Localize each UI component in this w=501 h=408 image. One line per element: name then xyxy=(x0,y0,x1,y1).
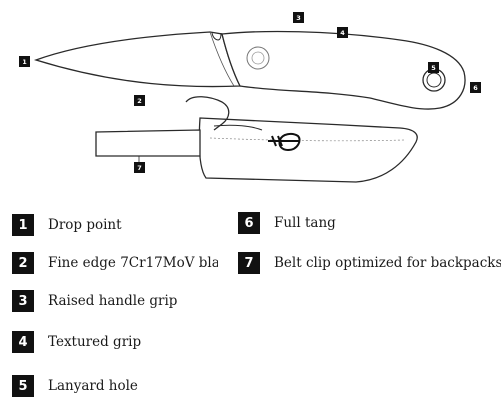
callout-5: 5 xyxy=(428,62,439,73)
legend-label: Fine edge 7Cr17MoV bla xyxy=(48,255,218,271)
legend-label: Full tang xyxy=(274,215,336,231)
callout-7: 7 xyxy=(134,162,145,173)
callout-6: 6 xyxy=(470,82,481,93)
svg-text:6: 6 xyxy=(473,84,478,92)
legend-item-7: 7 Belt clip optimized for backpacks xyxy=(238,252,501,274)
callout-4: 4 xyxy=(337,27,348,38)
legend-number-badge: 7 xyxy=(238,252,260,274)
legend-label: Belt clip optimized for backpacks xyxy=(274,255,501,271)
callout-3: 3 xyxy=(293,12,304,23)
legend-item-3: 3 Raised handle grip xyxy=(12,290,177,312)
knife-diagram: 1 2 3 4 5 6 7 xyxy=(19,12,481,183)
knife-blade xyxy=(33,31,242,88)
blade-grind-line xyxy=(209,31,235,87)
legend-item-1: 1 Drop point xyxy=(12,214,122,236)
clip-slot xyxy=(213,124,263,131)
legend-label: Textured grip xyxy=(48,334,142,350)
thumb-notch xyxy=(211,32,222,41)
svg-text:7: 7 xyxy=(137,164,142,172)
svg-text:3: 3 xyxy=(296,14,301,22)
svg-text:5: 5 xyxy=(431,64,436,72)
callout-2: 2 xyxy=(134,95,145,106)
legend-number-badge: 1 xyxy=(12,214,34,236)
callout-1: 1 xyxy=(19,56,30,67)
legend-item-4: 4 Textured grip xyxy=(12,331,141,353)
sheath xyxy=(198,117,418,183)
legend-item-6: 6 Full tang xyxy=(238,212,336,234)
legend-number-badge: 3 xyxy=(12,290,34,312)
belt-clip xyxy=(95,129,201,157)
knife-handle xyxy=(221,30,466,110)
svg-text:1: 1 xyxy=(22,58,27,66)
legend-number-badge: 4 xyxy=(12,331,34,353)
legend-label: Drop point xyxy=(48,217,122,233)
legend-number-badge: 5 xyxy=(12,375,34,397)
legend-label: Raised handle grip xyxy=(48,293,178,309)
svg-text:4: 4 xyxy=(340,29,345,37)
legend-label: Lanyard hole xyxy=(48,378,138,394)
gerber-logo-icon xyxy=(268,132,301,152)
legend-item-5: 5 Lanyard hole xyxy=(12,375,138,397)
raised-grip-emblem xyxy=(246,46,270,70)
legend-number-badge: 2 xyxy=(12,252,34,274)
legend-number-badge: 6 xyxy=(238,212,260,234)
belt-clip-hook xyxy=(185,96,230,131)
legend-item-2: 2 Fine edge 7Cr17MoV bla xyxy=(12,252,218,274)
svg-text:2: 2 xyxy=(137,97,142,105)
